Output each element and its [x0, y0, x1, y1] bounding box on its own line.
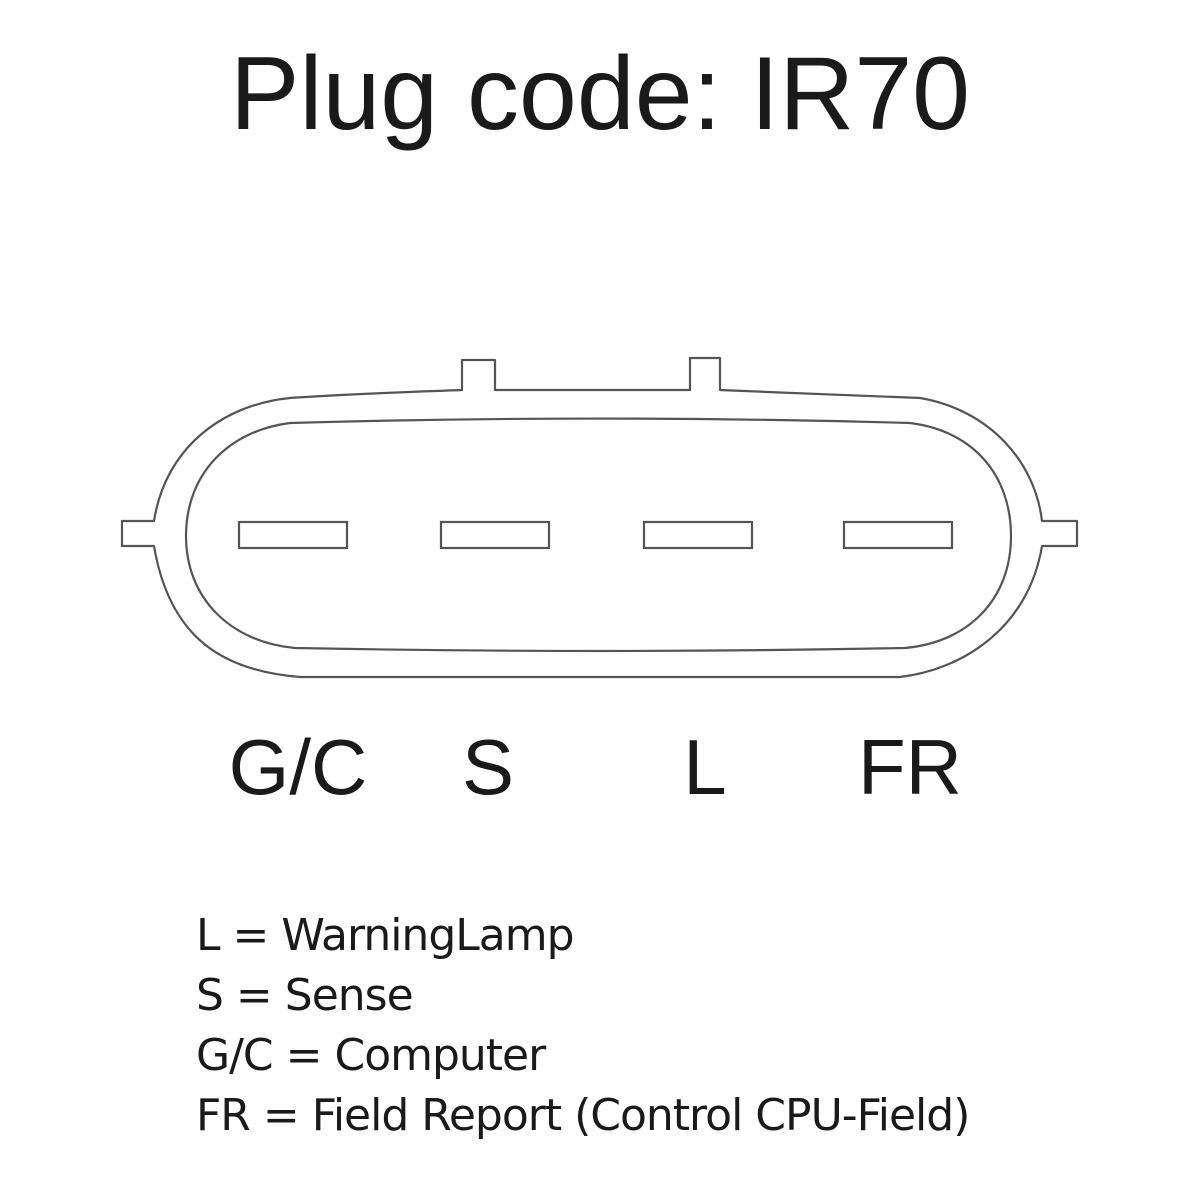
pin-slot-l: [642, 520, 754, 550]
pin-label-gc: G/C: [228, 723, 368, 811]
diagram-title: Plug code: IR70: [229, 36, 971, 152]
legend-item: L = WarningLamp: [196, 910, 575, 961]
legend-item: FR = Field Report (Control CPU-Field): [196, 1090, 970, 1141]
connector-outer-shell: [120, 356, 1079, 679]
pin-legend: L = WarningLamp S = Sense G/C = Computer…: [196, 906, 970, 1146]
pin-slot-s: [439, 520, 551, 550]
pin-label-s: S: [461, 723, 515, 811]
pin-slot-gc: [237, 520, 349, 550]
pin-label-l: L: [683, 723, 727, 811]
connector-inner-shell: [184, 417, 1013, 653]
pin-label-fr: FR: [858, 723, 962, 811]
legend-item: G/C = Computer: [196, 1030, 546, 1081]
pin-slot-fr: [842, 520, 954, 550]
legend-item: S = Sense: [196, 970, 414, 1021]
